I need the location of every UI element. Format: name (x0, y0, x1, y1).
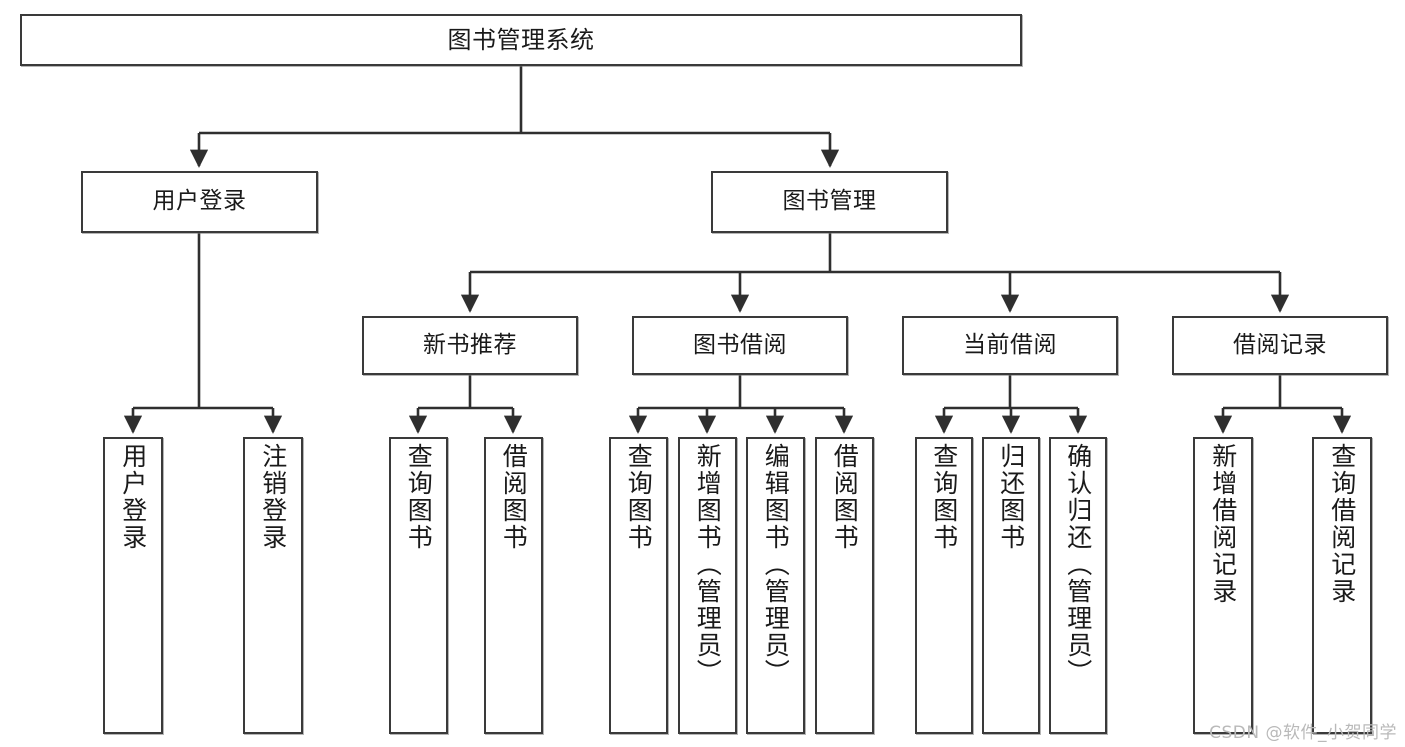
node-book-manage-label: 图书管理 (782, 188, 877, 215)
node-leaf-query-record-label: 查询借阅记录 (1327, 443, 1357, 605)
node-leaf-borrow-book-1-label: 借阅图书 (499, 443, 529, 551)
node-current-borrow-label: 当前借阅 (963, 331, 1057, 358)
node-book-borrow-label: 图书借阅 (693, 331, 787, 358)
node-current-borrow[interactable]: 当前借阅 (902, 316, 1118, 375)
node-book-borrow[interactable]: 图书借阅 (632, 316, 848, 375)
node-leaf-query-book-3[interactable]: 查询图书 (915, 437, 973, 734)
node-user-login[interactable]: 用户登录 (81, 171, 318, 233)
node-leaf-logout-login[interactable]: 注销登录 (243, 437, 303, 734)
node-leaf-add-book-label: 新增图书（管理员） (693, 443, 723, 686)
node-book-manage[interactable]: 图书管理 (711, 171, 948, 233)
csdn-watermark: CSDN @软件_小贺同学 (1209, 723, 1397, 743)
node-root-label: 图书管理系统 (447, 25, 595, 54)
node-leaf-query-book-1-label: 查询图书 (404, 443, 434, 551)
node-leaf-edit-book-label: 编辑图书（管理员） (761, 443, 791, 686)
node-leaf-edit-book[interactable]: 编辑图书（管理员） (746, 437, 805, 734)
node-leaf-return-book[interactable]: 归还图书 (982, 437, 1040, 734)
node-leaf-query-record[interactable]: 查询借阅记录 (1312, 437, 1372, 734)
node-root[interactable]: 图书管理系统 (20, 14, 1022, 66)
node-leaf-borrow-book-1[interactable]: 借阅图书 (484, 437, 543, 734)
node-leaf-query-book-1[interactable]: 查询图书 (389, 437, 448, 734)
node-leaf-user-login[interactable]: 用户登录 (103, 437, 163, 734)
node-leaf-add-record[interactable]: 新增借阅记录 (1193, 437, 1253, 734)
node-leaf-confirm-return[interactable]: 确认归还（管理员） (1049, 437, 1107, 734)
node-new-book-rec-label: 新书推荐 (423, 331, 517, 358)
node-leaf-logout-login-label: 注销登录 (258, 443, 288, 551)
node-leaf-add-book[interactable]: 新增图书（管理员） (678, 437, 737, 734)
node-leaf-return-book-label: 归还图书 (996, 443, 1026, 551)
node-leaf-query-book-2[interactable]: 查询图书 (609, 437, 668, 734)
node-leaf-borrow-book-2-label: 借阅图书 (830, 443, 860, 551)
node-leaf-add-record-label: 新增借阅记录 (1208, 443, 1238, 605)
node-borrow-record-label: 借阅记录 (1233, 331, 1327, 358)
node-new-book-rec[interactable]: 新书推荐 (362, 316, 578, 375)
node-borrow-record[interactable]: 借阅记录 (1172, 316, 1388, 375)
node-leaf-user-login-label: 用户登录 (118, 443, 148, 551)
node-leaf-confirm-return-label: 确认归还（管理员） (1063, 443, 1093, 686)
node-leaf-query-book-3-label: 查询图书 (929, 443, 959, 551)
node-leaf-query-book-2-label: 查询图书 (624, 443, 654, 551)
node-leaf-borrow-book-2[interactable]: 借阅图书 (815, 437, 874, 734)
node-user-login-label: 用户登录 (152, 188, 247, 215)
